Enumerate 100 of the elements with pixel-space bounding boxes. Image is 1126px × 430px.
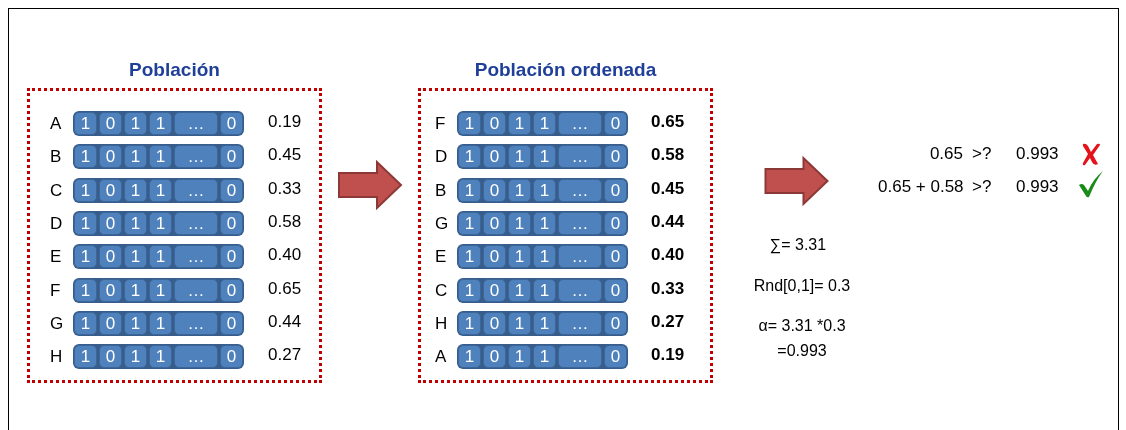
gene-cell: 0 xyxy=(99,145,122,169)
gene-cell: 1 xyxy=(74,178,97,202)
row-letter: H xyxy=(50,348,63,366)
gene-cell: 0 xyxy=(99,311,122,335)
gene-cell: 1 xyxy=(124,112,147,135)
gene-cell: … xyxy=(174,211,218,235)
block-arrow xyxy=(338,159,403,211)
gene-cell: 1 xyxy=(74,145,97,169)
gene-cell: 1 xyxy=(74,112,97,135)
gene-cell: … xyxy=(558,178,602,202)
gene-cell: 1 xyxy=(533,211,556,235)
gene-cell: … xyxy=(558,278,602,302)
comparison-text: >? xyxy=(972,145,992,162)
gene-cell: 1 xyxy=(508,345,531,369)
fitness-value: 0.27 xyxy=(268,346,302,364)
gene-cell: 1 xyxy=(149,311,172,335)
gene-cell: 1 xyxy=(74,311,97,335)
gene-cell: 1 xyxy=(508,145,531,169)
gene-cell: 1 xyxy=(149,245,172,269)
gene-cell: … xyxy=(174,311,218,335)
chromosome-bar xyxy=(457,144,628,170)
gene-cell: 1 xyxy=(533,245,556,269)
gene-cell: 0 xyxy=(220,345,243,369)
gene-cell: 0 xyxy=(99,211,122,235)
gene-cell: 1 xyxy=(533,278,556,302)
gene-cell: 0 xyxy=(483,311,506,335)
gene-cell: 0 xyxy=(220,145,243,169)
chromosome-bar xyxy=(457,310,628,336)
chromosome-bar xyxy=(73,177,244,203)
gene-cell: … xyxy=(174,345,218,369)
gene-cell: 0 xyxy=(220,278,243,302)
gene-cell: … xyxy=(174,245,218,269)
gene-cell: 1 xyxy=(458,345,481,369)
gene-cell: 1 xyxy=(458,178,481,202)
gene-cell: 0 xyxy=(604,345,627,369)
box-title: Población ordenada xyxy=(473,58,658,82)
gene-cell: 1 xyxy=(458,311,481,335)
comparison-text: 0.65 + 0.58 xyxy=(878,178,963,195)
formula-text: ∑= 3.31 xyxy=(768,235,828,256)
row-letter: F xyxy=(50,281,61,299)
formula-text: α= 3.31 *0.3 =0.993 xyxy=(757,316,847,361)
fitness-value: 0.44 xyxy=(268,312,302,330)
gene-cell: … xyxy=(174,278,218,302)
chromosome-bar xyxy=(457,210,628,236)
gene-cell: 0 xyxy=(604,112,627,135)
gene-cell: 1 xyxy=(533,145,556,169)
row-letter: D xyxy=(50,214,63,232)
gene-cell: … xyxy=(174,112,218,135)
chromosome-bar xyxy=(457,244,628,270)
gene-cell: 0 xyxy=(483,245,506,269)
gene-cell: 0 xyxy=(483,278,506,302)
chromosome-bar xyxy=(73,144,244,170)
gene-cell: 0 xyxy=(220,211,243,235)
fitness-value: 0.65 xyxy=(651,113,685,130)
gene-cell: 0 xyxy=(604,311,627,335)
formula-text: Rnd[0,1]= 0.3 xyxy=(752,276,852,296)
gene-cell: … xyxy=(558,345,602,369)
fitness-value: 0.33 xyxy=(268,179,302,197)
gene-cell: 1 xyxy=(149,345,172,369)
gene-cell: 1 xyxy=(149,112,172,135)
gene-cell: 1 xyxy=(74,278,97,302)
fitness-value: 0.40 xyxy=(268,246,302,264)
gene-cell: 1 xyxy=(149,211,172,235)
row-letter: G xyxy=(435,214,449,232)
gene-cell: … xyxy=(558,112,602,135)
row-letter: D xyxy=(435,148,448,166)
gene-cell: 0 xyxy=(220,178,243,202)
gene-cell: 1 xyxy=(533,311,556,335)
gene-cell: … xyxy=(174,178,218,202)
row-letter: C xyxy=(50,181,63,199)
row-letter: E xyxy=(50,248,62,266)
chromosome-bar xyxy=(73,244,244,270)
gene-cell: … xyxy=(558,211,602,235)
gene-cell: 0 xyxy=(483,145,506,169)
comparison-text: 0.65 xyxy=(928,145,963,162)
gene-cell: 1 xyxy=(508,311,531,335)
gene-cell: 0 xyxy=(220,112,243,135)
gene-cell: 1 xyxy=(74,211,97,235)
gene-cell: 1 xyxy=(124,211,147,235)
fitness-value: 0.45 xyxy=(268,146,302,164)
block-arrow xyxy=(764,155,829,207)
gene-cell: 0 xyxy=(220,245,243,269)
gene-cell: 0 xyxy=(483,345,506,369)
gene-cell: 0 xyxy=(99,112,122,135)
gene-cell: 1 xyxy=(458,112,481,135)
row-letter: C xyxy=(435,281,448,299)
chromosome-bar xyxy=(73,344,244,370)
gene-cell: 1 xyxy=(124,311,147,335)
gene-cell: 0 xyxy=(483,112,506,135)
gene-cell: 0 xyxy=(99,345,122,369)
gene-cell: … xyxy=(558,145,602,169)
comparison-text: 0.993 xyxy=(1016,178,1059,195)
box-title: Población xyxy=(128,58,221,82)
gene-cell: … xyxy=(558,311,602,335)
fitness-value: 0.40 xyxy=(651,246,685,264)
comparison-text: >? xyxy=(972,178,992,195)
gene-cell: 1 xyxy=(458,245,481,269)
comparison-text: 0.993 xyxy=(1016,145,1059,162)
gene-cell: 1 xyxy=(149,178,172,202)
gene-cell: 1 xyxy=(508,211,531,235)
